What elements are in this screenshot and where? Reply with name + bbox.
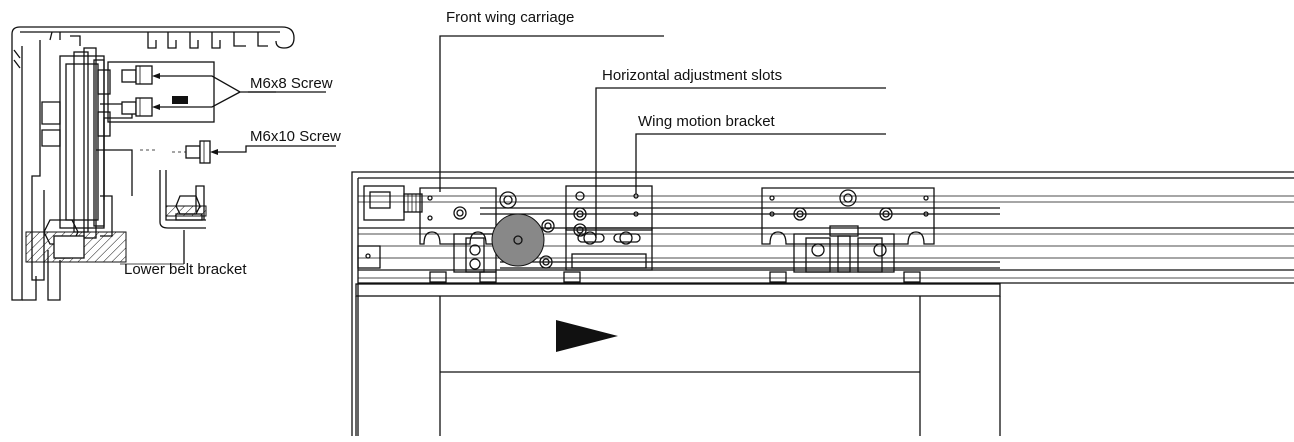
screw-m6x10 — [185, 140, 211, 164]
horizontal-adjustment-slot-2 — [613, 231, 641, 245]
label-front-wing-carriage: Front wing carriage — [446, 9, 574, 26]
screw-m6x8-lower — [121, 97, 153, 117]
label-horizontal-adjustment-slots: Horizontal adjustment slots — [602, 67, 782, 84]
rear-carriage — [761, 187, 935, 283]
belt-pulley — [491, 213, 545, 267]
section-view — [11, 26, 336, 301]
label-m6x8-screw: M6x8 Screw — [250, 75, 333, 92]
front-wing-carriage — [419, 187, 497, 245]
lower-belt-bracket-part — [159, 170, 207, 229]
label-lower-belt-bracket: Lower belt bracket — [124, 261, 247, 278]
horizontal-adjustment-slot-1 — [577, 231, 605, 245]
slot-mark — [172, 96, 188, 104]
label-wing-motion-bracket: Wing motion bracket — [638, 113, 776, 130]
direction-arrow-icon — [556, 320, 618, 352]
label-m6x10-screw: M6x10 Screw — [250, 128, 341, 145]
front-view — [351, 171, 1294, 436]
screw-m6x8-upper — [121, 65, 153, 85]
